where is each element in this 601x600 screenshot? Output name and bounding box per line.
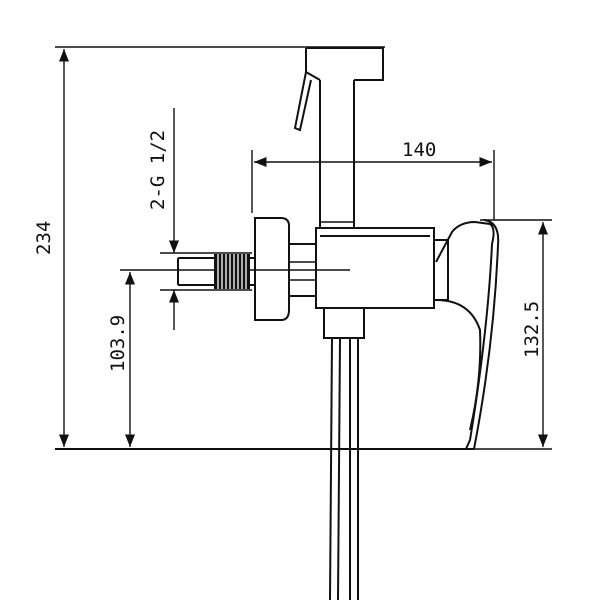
- lever-handle: [435, 219, 500, 450]
- dimension-thread-label: 2-G 1/2: [147, 130, 169, 210]
- dimension-total-height-label: 234: [33, 221, 55, 255]
- dimension-mixer-height-label: 132.5: [521, 301, 543, 358]
- wall-flange: [254, 217, 317, 321]
- dimension-mixer-height: 132.5: [470, 219, 552, 450]
- threaded-inlet: [177, 254, 255, 289]
- hand-shower: [293, 47, 384, 228]
- thread-hatch: [214, 254, 250, 289]
- dimension-width-label: 140: [402, 139, 436, 161]
- dimension-width: 140: [251, 139, 495, 220]
- dimension-thread: 2-G 1/2: [147, 108, 252, 330]
- dimension-inlet-height-label: 103.9: [107, 315, 129, 372]
- supply-hose: [323, 307, 365, 600]
- mixer-body: [315, 227, 449, 309]
